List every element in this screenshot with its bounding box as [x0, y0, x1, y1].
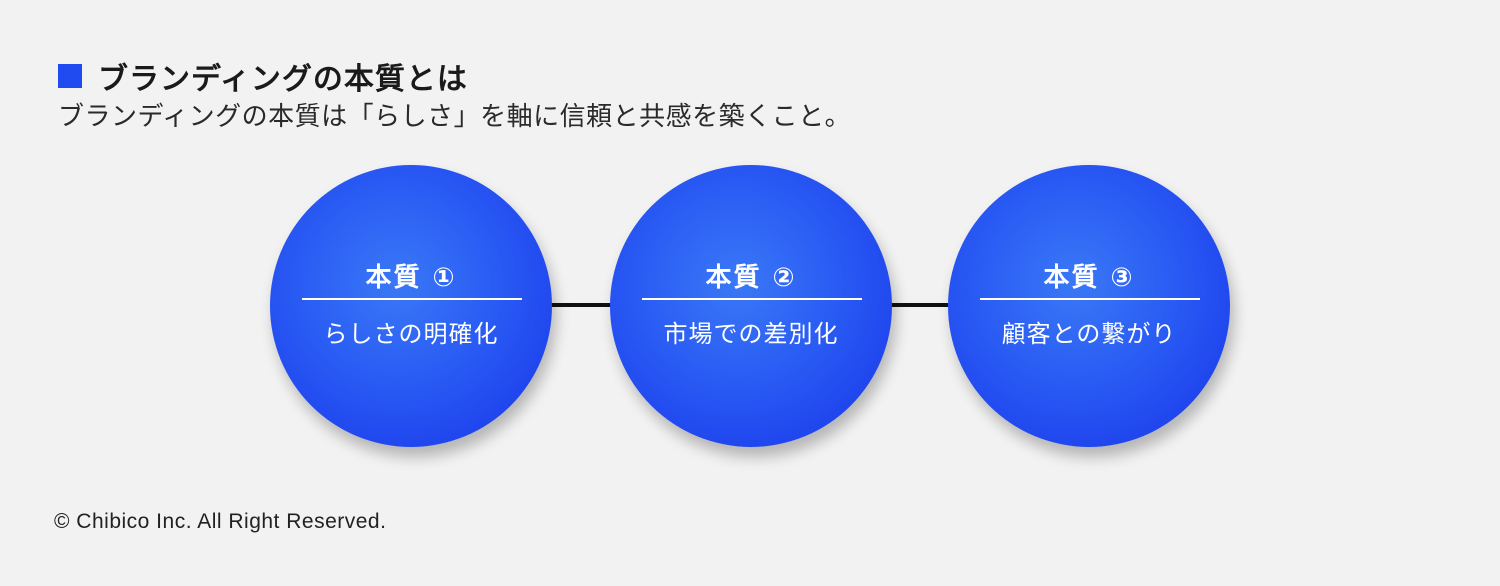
node-divider: [642, 298, 862, 300]
node-description: らしさの明確化: [323, 320, 499, 348]
essence-node-2: 本質 ② 市場での差別化: [610, 165, 892, 447]
section-heading: ブランディングの本質とは: [58, 54, 468, 98]
essence-node-3: 本質 ③ 顧客との繋がり: [948, 165, 1230, 447]
square-marker-icon: [58, 64, 82, 88]
node-label: 本質 ③: [1043, 263, 1135, 293]
essence-node-1: 本質 ① らしさの明確化: [270, 165, 552, 447]
connector-line-2-3: [888, 303, 952, 307]
page-title: ブランディングの本質とは: [98, 62, 468, 97]
node-divider: [980, 298, 1200, 300]
connector-line-1-2: [548, 303, 614, 307]
node-description: 顧客との繋がり: [1001, 320, 1177, 348]
node-label: 本質 ②: [705, 263, 797, 293]
page-subtitle: ブランディングの本質は「らしさ」を軸に信頼と共感を築くこと。: [58, 102, 852, 132]
copyright-notice: © Chibico Inc. All Right Reserved.: [54, 510, 387, 533]
node-description: 市場での差別化: [663, 320, 839, 348]
node-divider: [302, 298, 522, 300]
node-label: 本質 ①: [365, 263, 457, 293]
